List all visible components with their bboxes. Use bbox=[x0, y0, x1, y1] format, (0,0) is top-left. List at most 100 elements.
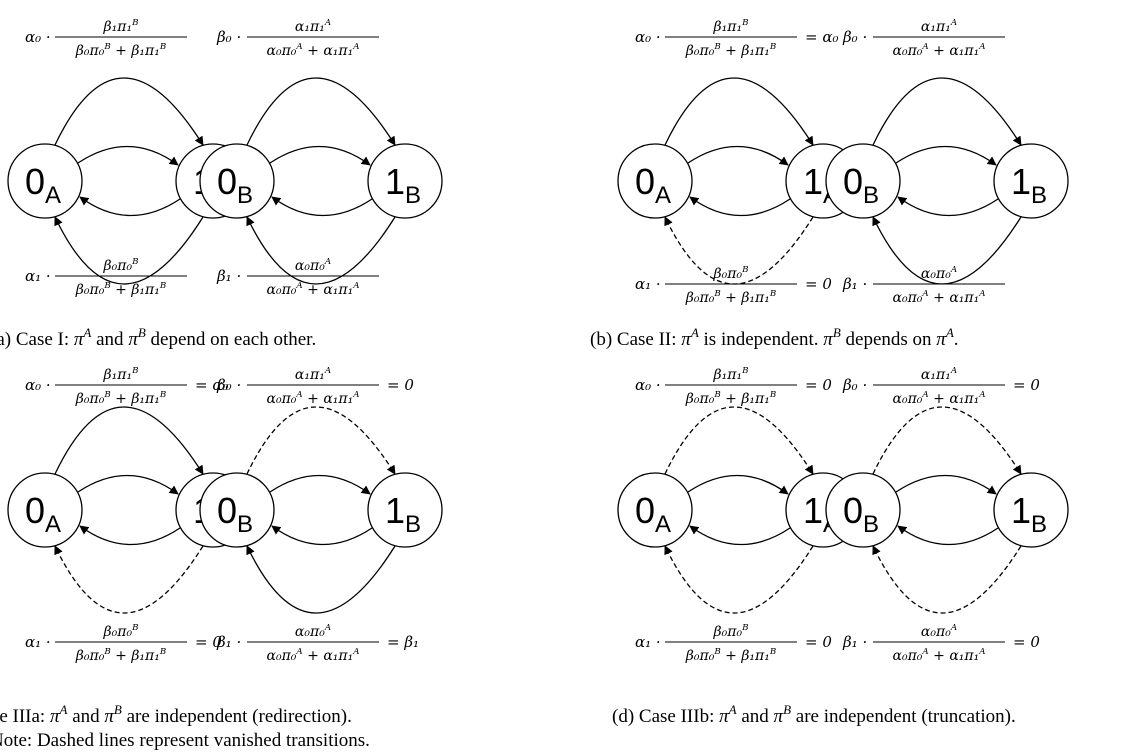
backward-transition bbox=[271, 196, 373, 217]
backward-transition bbox=[79, 525, 181, 546]
bottom-rate-formula: β₁ · α₀π₀A​ α₀π₀A​ + α₁π₁A​ bbox=[216, 257, 379, 298]
top-rate-formula-result: = 0 bbox=[1013, 376, 1040, 394]
top-rate-formula-numerator: β₁π₁B​ bbox=[713, 18, 749, 35]
node-0b-label: 0B bbox=[217, 490, 253, 538]
backward-transition bbox=[897, 196, 999, 217]
bottom-rate-formula-denominator: β₀π₀B​ + β₁π₁B​ bbox=[75, 281, 166, 298]
panel-c-system-2: 0B 1B β₀ · α₁π₁A​ α₀π₀A​ + α₁π₁A​ = 0 β₁ · α₀π₀… bbox=[199, 366, 443, 664]
backward-transition bbox=[79, 196, 181, 217]
bottom-rate-formula-denominator: α₀π₀A​ + α₁π₁A​ bbox=[893, 289, 986, 306]
top-rate-formula: α₀ ·β₁π₁B​β₀π₀B​ + β₁π₁B​= α₀ bbox=[635, 18, 838, 59]
outer-top-transition bbox=[872, 406, 1022, 475]
top-rate-formula-prefix: β₀ · bbox=[216, 376, 241, 394]
top-rate-formula-numerator: α₁π₁A​ bbox=[295, 18, 331, 35]
top-rate-formula-numerator: α₁π₁A​ bbox=[921, 18, 957, 35]
bottom-rate-formula-numerator: α₀π₀A​ bbox=[295, 623, 331, 640]
node-1b-label: 1B bbox=[1011, 161, 1047, 209]
forward-transition bbox=[895, 474, 997, 495]
top-rate-formula: α₀ ·β₁π₁B​β₀π₀B​ + β₁π₁B​= 0 bbox=[635, 366, 832, 407]
node-0a-label: 0A bbox=[635, 161, 671, 209]
top-rate-formula-prefix: α₀ · bbox=[25, 376, 51, 394]
bottom-rate-formula-denominator: α₀π₀A​ + α₁π₁A​ bbox=[267, 647, 360, 664]
outer-bottom-transition bbox=[872, 545, 1022, 614]
node-1b-label: 1B bbox=[385, 490, 421, 538]
node-0b-circle bbox=[199, 472, 275, 548]
node-0a-circle bbox=[7, 472, 83, 548]
outer-top-transition bbox=[246, 406, 396, 475]
node-0a-circle bbox=[7, 143, 83, 219]
bottom-rate-formula-numerator: α₀π₀A​ bbox=[921, 623, 957, 640]
bottom-rate-formula-result: = 0 bbox=[195, 633, 222, 651]
bottom-rate-formula-prefix: β₁ · bbox=[216, 267, 241, 285]
top-rate-formula-denominator: β₀π₀B​ + β₁π₁B​ bbox=[75, 390, 166, 407]
backward-transition bbox=[689, 525, 791, 546]
top-rate-formula-result: = α₀ bbox=[195, 376, 228, 394]
bottom-rate-formula-result: = 0 bbox=[805, 633, 832, 651]
figure-note: Note: Dashed lines represent vanished tr… bbox=[0, 730, 370, 751]
bottom-rate-formula-prefix: β₁ · bbox=[216, 633, 241, 651]
panel-d: 0A1Aα₀ ·β₁π₁B​β₀π₀B​ + β₁π₁B​= 0α₁ ·β₀π₀… bbox=[612, 366, 1069, 727]
outer-bottom-transition bbox=[664, 545, 814, 614]
node-0b-circle bbox=[825, 472, 901, 548]
top-rate-formula: α₀ ·β₁π₁B​β₀π₀B​ + β₁π₁B​ bbox=[25, 18, 187, 59]
top-rate-formula-numerator: β₁π₁B​ bbox=[103, 366, 139, 383]
panel-a: 0A1Aα₀ ·β₁π₁B​β₀π₀B​ + β₁π₁B​α₁ ·β₀π₀B​β… bbox=[0, 18, 443, 350]
top-rate-formula-result: = 0 bbox=[805, 376, 832, 394]
bottom-rate-formula-prefix: β₁ · bbox=[842, 633, 867, 651]
bottom-rate-formula-prefix: β₁ · bbox=[842, 275, 867, 293]
top-rate-formula-denominator: β₀π₀B​ + β₁π₁B​ bbox=[685, 42, 776, 59]
top-rate-formula-prefix: α₀ · bbox=[635, 376, 661, 394]
node-1b-label: 1B bbox=[385, 161, 421, 209]
outer-top-transition bbox=[54, 406, 204, 475]
top-rate-formula-numerator: α₁π₁A​ bbox=[295, 366, 331, 383]
backward-transition bbox=[689, 196, 791, 217]
top-rate-formula: α₀ · β₁π₁B​ β₀π₀B​ + β₁π₁B​ = α₀ bbox=[25, 366, 228, 407]
bottom-rate-formula: α₁ ·β₀π₀B​β₀π₀B​ + β₁π₁B​= 0 bbox=[635, 265, 832, 306]
top-rate-formula: β₀ ·α₁π₁A​α₀π₀A​ + α₁π₁A​= 0 bbox=[842, 366, 1040, 407]
node-1b-circle bbox=[367, 472, 443, 548]
caption-panel-d: (d) Case IIIb: πA​ and πB​ are independe… bbox=[612, 702, 1016, 727]
node-0a-label: 0A bbox=[25, 161, 61, 209]
bottom-rate-formula: α₁ ·β₀π₀B​β₀π₀B​ + β₁π₁B​= 0 bbox=[25, 623, 222, 664]
top-rate-formula-numerator: β₁π₁B​ bbox=[713, 366, 749, 383]
top-rate-formula-prefix: β₀ · bbox=[842, 28, 867, 46]
node-0b-label: 0B bbox=[843, 161, 879, 209]
forward-transition bbox=[77, 145, 179, 166]
node-1b-circle bbox=[993, 143, 1069, 219]
top-rate-formula-denominator: α₀π₀A​ + α₁π₁A​ bbox=[893, 42, 986, 59]
bottom-rate-formula-result: = 0 bbox=[805, 275, 832, 293]
top-rate-formula-denominator: β₀π₀B​ + β₁π₁B​ bbox=[75, 42, 166, 59]
top-rate-formula-prefix: α₀ · bbox=[25, 28, 51, 46]
node-1b-circle bbox=[367, 143, 443, 219]
top-rate-formula-result: = α₀ bbox=[805, 28, 838, 46]
bottom-rate-formula-denominator: α₀π₀A​ + α₁π₁A​ bbox=[893, 647, 986, 664]
outer-top-transition bbox=[246, 77, 396, 146]
top-rate-formula-denominator: α₀π₀A​ + α₁π₁A​ bbox=[267, 390, 360, 407]
node-0a-circle bbox=[617, 472, 693, 548]
top-rate-formula-denominator: α₀π₀A​ + α₁π₁A​ bbox=[267, 42, 360, 59]
node-0a-label: 0A bbox=[635, 490, 671, 538]
node-0b-label: 0B bbox=[217, 161, 253, 209]
bottom-rate-formula: α₁ ·β₀π₀B​β₀π₀B​ + β₁π₁B​= 0 bbox=[635, 623, 832, 664]
bottom-rate-formula-numerator: α₀π₀A​ bbox=[295, 257, 331, 274]
bottom-rate-formula-numerator: β₀π₀B​ bbox=[713, 265, 749, 282]
outer-top-transition bbox=[664, 77, 814, 146]
backward-transition bbox=[271, 525, 373, 546]
caption-panel-b: (b) Case II: πA​ is independent. πB​ dep… bbox=[590, 325, 959, 350]
caption-panel-a: (a) Case I: πA​ and πB​ depend on each o… bbox=[0, 325, 316, 350]
node-0b-circle bbox=[199, 143, 275, 219]
bottom-rate-formula-prefix: α₁ · bbox=[25, 633, 51, 651]
forward-transition bbox=[895, 145, 997, 166]
outer-bottom-transition bbox=[246, 216, 396, 285]
forward-transition bbox=[269, 474, 371, 495]
bottom-rate-formula-prefix: α₁ · bbox=[635, 275, 661, 293]
top-rate-formula-result: = 0 bbox=[387, 376, 414, 394]
outer-bottom-transition bbox=[54, 545, 204, 614]
bottom-rate-formula-numerator: α₀π₀A​ bbox=[921, 265, 957, 282]
outer-bottom-transition bbox=[246, 545, 396, 614]
forward-transition bbox=[687, 145, 789, 166]
bottom-rate-formula-denominator: α₀π₀A​ + α₁π₁A​ bbox=[267, 281, 360, 298]
